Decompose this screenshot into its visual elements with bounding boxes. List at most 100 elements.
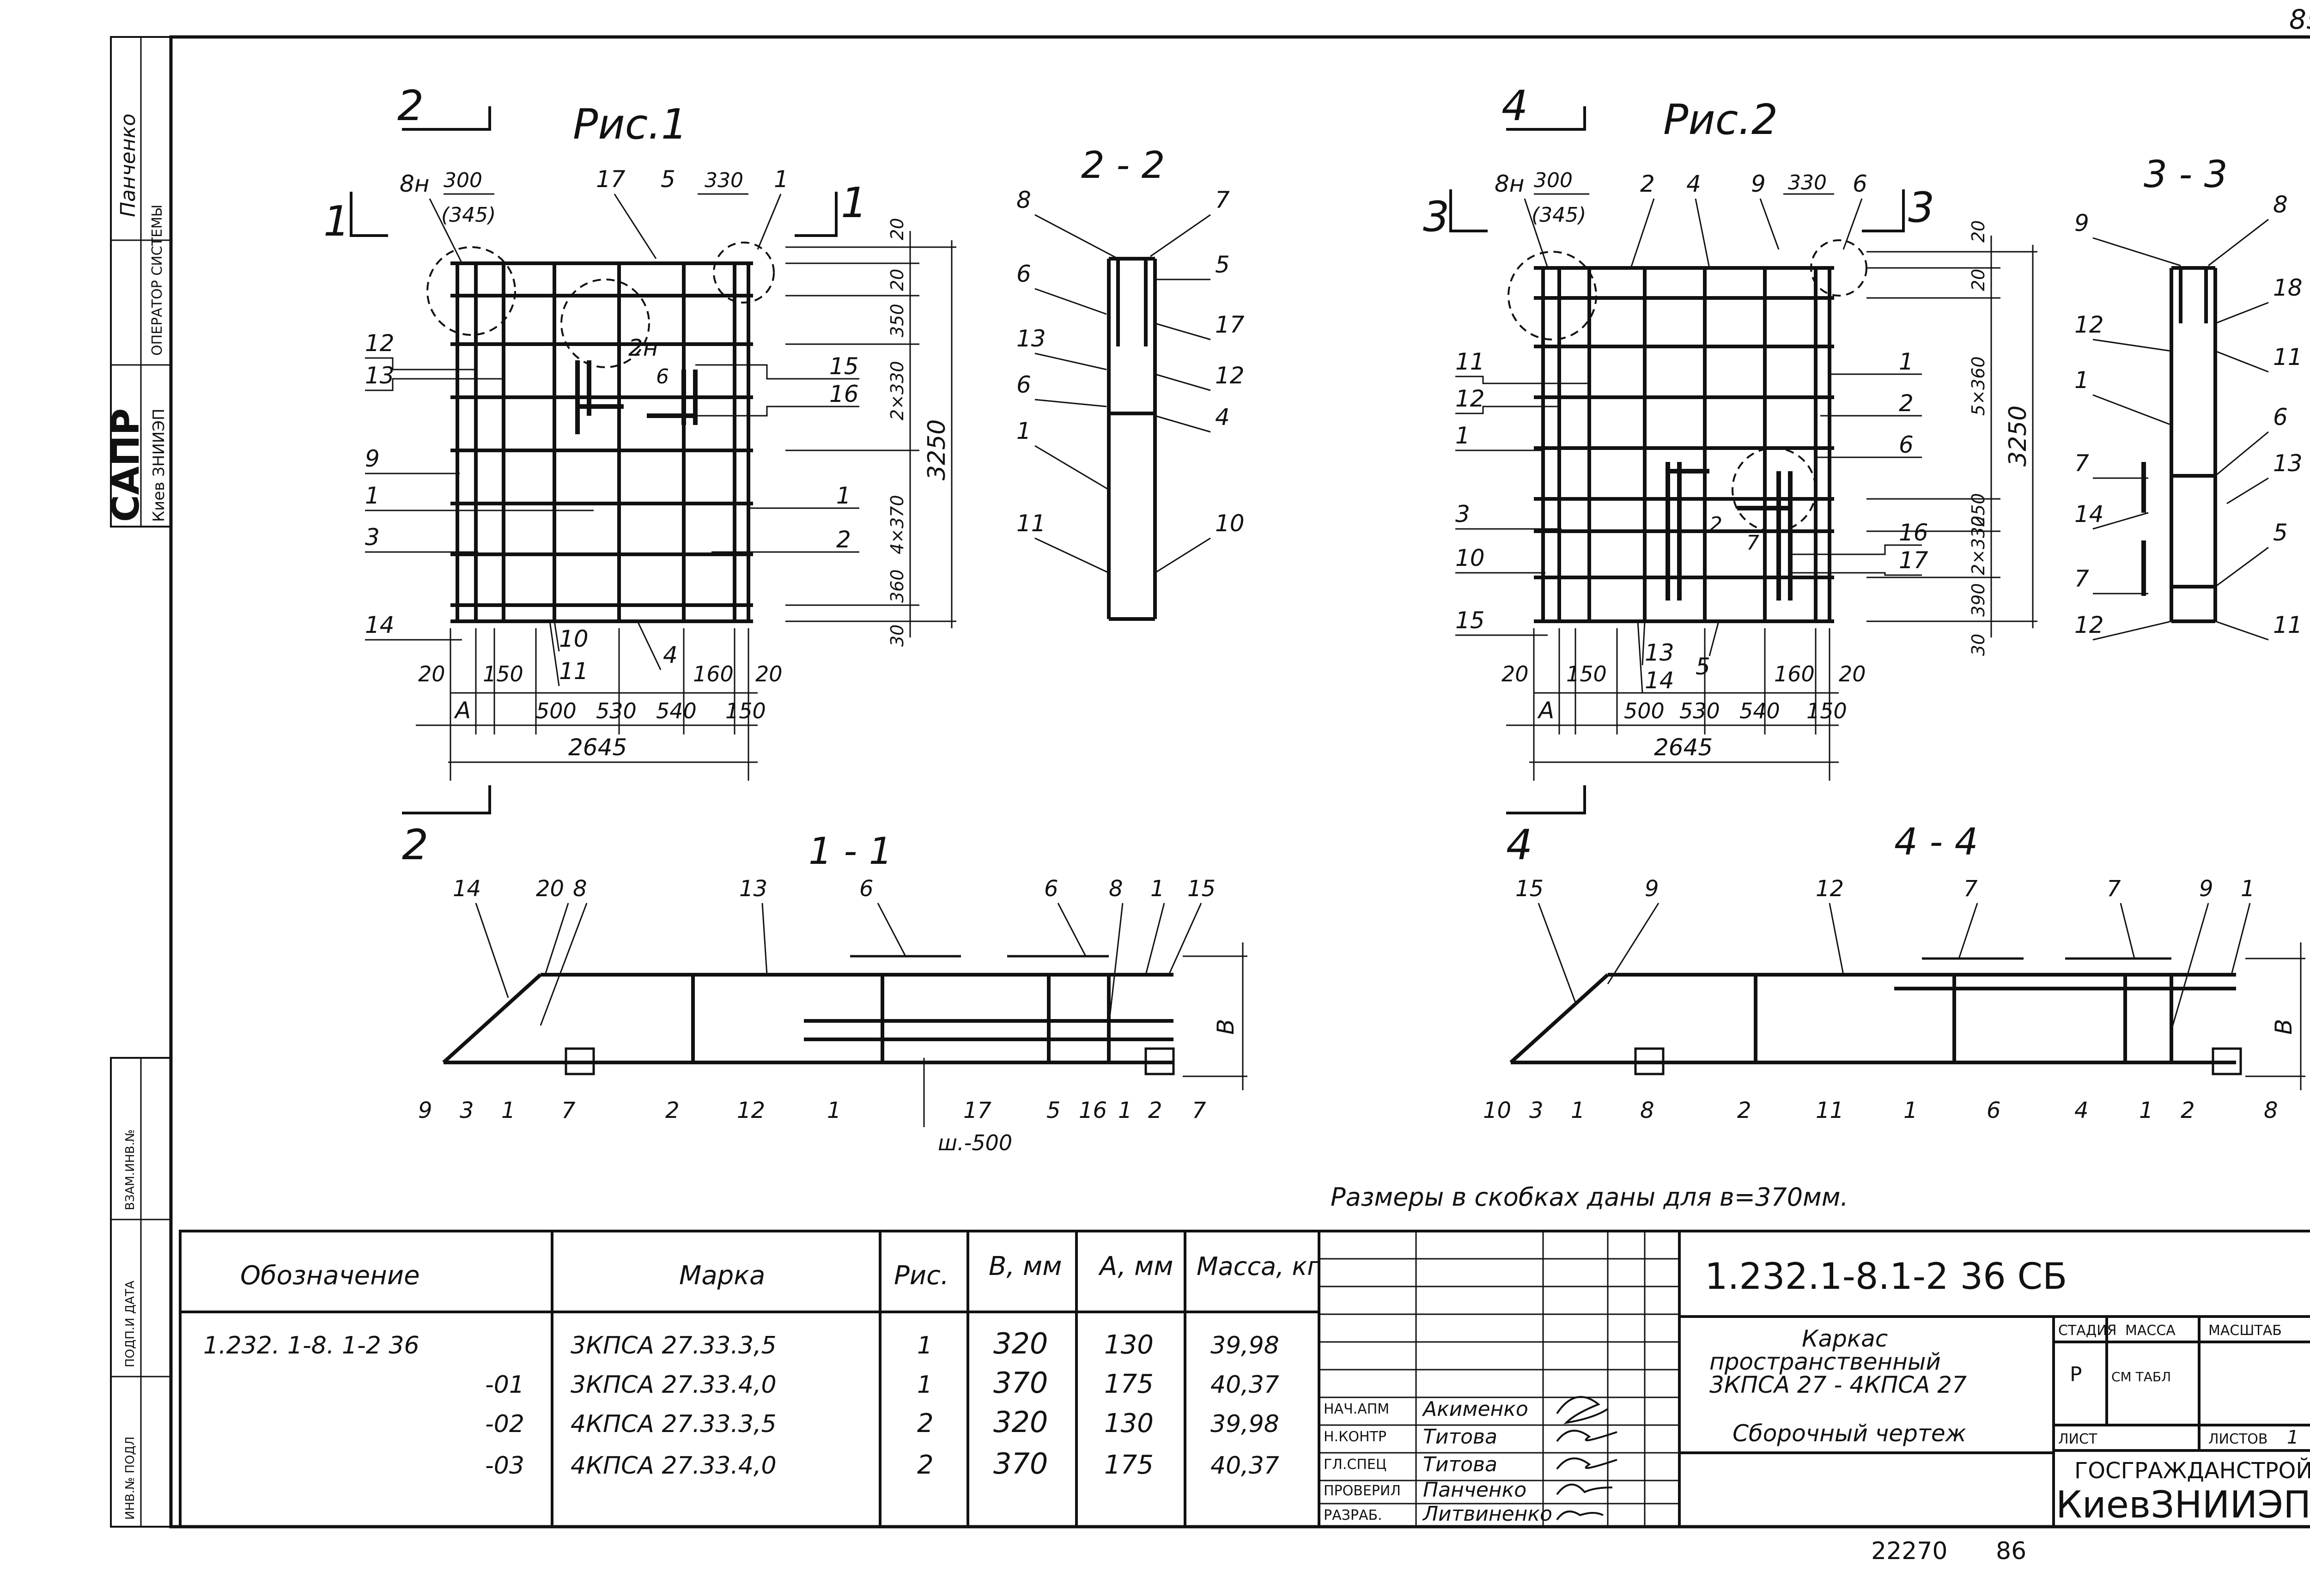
fig1-callouts-left: 12 13 9 1 3 14 [365, 330, 395, 638]
fig1-cage-grid [450, 261, 753, 623]
sec33-title: 3 - 3 [2144, 153, 2228, 196]
callout-label: 17 [1899, 547, 1928, 574]
callout-label: 2н [628, 334, 658, 361]
callout-label: 7 [2107, 876, 2121, 902]
stamp-org-sub: Киев ЗНИИЭП [150, 408, 168, 522]
fig1-dims-right [785, 231, 956, 637]
spec-b: 370 [993, 1366, 1048, 1400]
callout-label: 6 [1987, 1098, 2001, 1123]
dim-label: 20 [1968, 220, 1988, 243]
figure-2: Рис.2 3 3 4 4 [1423, 82, 2037, 869]
dim-label: 20 [1502, 661, 1529, 686]
callout-label: 1 [1455, 422, 1470, 449]
spec-table-header: Обозначение Марка Рис. B, мм A, мм Масса… [240, 1251, 1320, 1291]
fig2-title: Рис.2 [1663, 96, 1778, 144]
spec-designation: 1.232. 1-8. 1-2 36 [203, 1332, 419, 1359]
callout-label: 300 [444, 169, 482, 192]
signature-role: ГЛ.СПЕЦ [1324, 1456, 1386, 1473]
spec-mark: 3КПСА 27.33.4,0 [571, 1371, 777, 1399]
callout-label: 11 [1816, 1098, 1844, 1123]
dim-label: 20 [1968, 269, 1988, 291]
doc-title-line-1: Каркас [1802, 1325, 1888, 1352]
footer-code: 22270 [1871, 1537, 1947, 1565]
callout-label: 12 [1816, 876, 1844, 902]
spec-a: 130 [1104, 1408, 1154, 1438]
dim-total-vertical: 3250 [923, 419, 951, 480]
signature-role: Н.КОНТР [1324, 1429, 1386, 1445]
dim-total-horizontal: 2645 [568, 734, 627, 761]
callout-label: 5 [2273, 519, 2288, 546]
sec22-title: 2 - 2 [1081, 144, 1165, 187]
callout-label: 10 [1455, 545, 1485, 571]
callout-label: 7 [561, 1098, 576, 1123]
signature-name: Панченко [1423, 1478, 1526, 1502]
signature-name: Титова [1423, 1425, 1497, 1449]
fig2-detail-circle-1 [1508, 251, 1597, 340]
callout-label: 16 [829, 381, 859, 407]
spec-b: 320 [993, 1327, 1048, 1360]
fig2-section-mark-b2: 4 [1506, 821, 1532, 869]
sec44-labels-top: 15 9 12 7 7 9 1 [1515, 876, 2255, 902]
stamp-field-2: ПОДП.И ДАТА [123, 1280, 137, 1367]
dim-label: 150 [725, 698, 766, 723]
callout-label: 3 [460, 1098, 474, 1123]
callout-label: 1 [365, 482, 380, 509]
section-2-2: 2 - 2 8 6 13 6 1 11 7 5 17 12 4 10 [1016, 144, 1245, 621]
dim-label: 150 [1806, 698, 1847, 723]
dim-label: 500 [1624, 698, 1665, 723]
callout-label: 1 [836, 482, 851, 509]
fig2-callouts-left: 11 12 1 3 10 15 [1455, 348, 1485, 634]
sheets-label: ЛИСТОВ [2208, 1431, 2267, 1447]
fig2-dims-bottom-labels: 20 150 160 20 A 500 530 540 150 2645 [1502, 661, 1866, 761]
fig1-callouts-right: 15 16 1 2 [829, 353, 859, 553]
fig1-section-mark-a: 1 [323, 197, 350, 246]
callout-label: 7 [2074, 565, 2089, 592]
stamp-org: САПР [104, 408, 147, 522]
org-ministry: ГОСГРАЖДАНСТРОЙ [2074, 1457, 2310, 1484]
spec-mark: 3КПСА 27.33.3,5 [571, 1332, 777, 1359]
dim-label: 390 [1968, 583, 1988, 617]
callout-label: 15 [1187, 876, 1216, 902]
stamp-name: Панченко [116, 114, 140, 217]
fig1-callouts-bottom: 10 11 4 [559, 625, 678, 685]
callout-label: 300 [1534, 169, 1573, 192]
signature-rows: НАЧ.АПМ Акименко Н.КОНТР Титова ГЛ.СПЕЦ … [1324, 1397, 1552, 1526]
dim-label: 2×330 [1968, 516, 1988, 575]
callout-label: (345) [441, 203, 496, 227]
callout-label: 6 [1853, 170, 1867, 197]
callout-label: 13 [1016, 325, 1046, 352]
callout-label: 8 [1640, 1098, 1654, 1123]
table-row: 1.232. 1-8. 1-2 36 3КПСА 27.33.3,5 1 320… [203, 1327, 1279, 1360]
callout-label: 330 [705, 169, 743, 192]
dim-label: 530 [1679, 698, 1720, 723]
callout-label: 5 [661, 166, 675, 193]
callout-label: 13 [1645, 639, 1674, 666]
dim-label: 160 [1774, 661, 1815, 686]
spec-header: Обозначение [240, 1261, 420, 1291]
side-stamp: Панченко ОПЕРАТОР СИСТЕМЫ САПР Киев ЗНИИ… [104, 36, 172, 1528]
fig1-title: Рис.1 [573, 100, 687, 149]
callout-label: 7 [1192, 1098, 1206, 1123]
sec11-title: 1 - 1 [808, 830, 893, 873]
signature-role: ПРОВЕРИЛ [1324, 1483, 1401, 1499]
dim-label: 540 [1739, 698, 1780, 723]
dim-label: A [1537, 697, 1554, 724]
callout-label: 14 [1645, 667, 1674, 694]
dim-label: 20 [755, 661, 783, 686]
callout-label: 6 [1044, 876, 1058, 902]
callout-label: 4 [1686, 170, 1701, 197]
dim-label: 20 [418, 661, 445, 686]
spec-mark: 4КПСА 27.33.3,5 [571, 1410, 777, 1438]
dim-label: 500 [536, 698, 577, 723]
callout-label: 14 [365, 612, 395, 638]
sec11-labels-top: 14 20 8 13 6 6 8 1 15 [453, 876, 1216, 902]
callout-label: 13 [739, 876, 767, 902]
footer-page: 86 [1996, 1537, 2026, 1565]
callout-label: 3 [1455, 501, 1470, 528]
callout-label: 3 [365, 524, 380, 551]
spec-mass: 40,37 [1210, 1452, 1279, 1480]
mass-value: СМ ТАБЛ [2111, 1369, 2171, 1384]
sheet-label: ЛИСТ [2058, 1431, 2097, 1447]
spec-mass: 40,37 [1210, 1371, 1279, 1399]
fig1-details [575, 360, 698, 434]
